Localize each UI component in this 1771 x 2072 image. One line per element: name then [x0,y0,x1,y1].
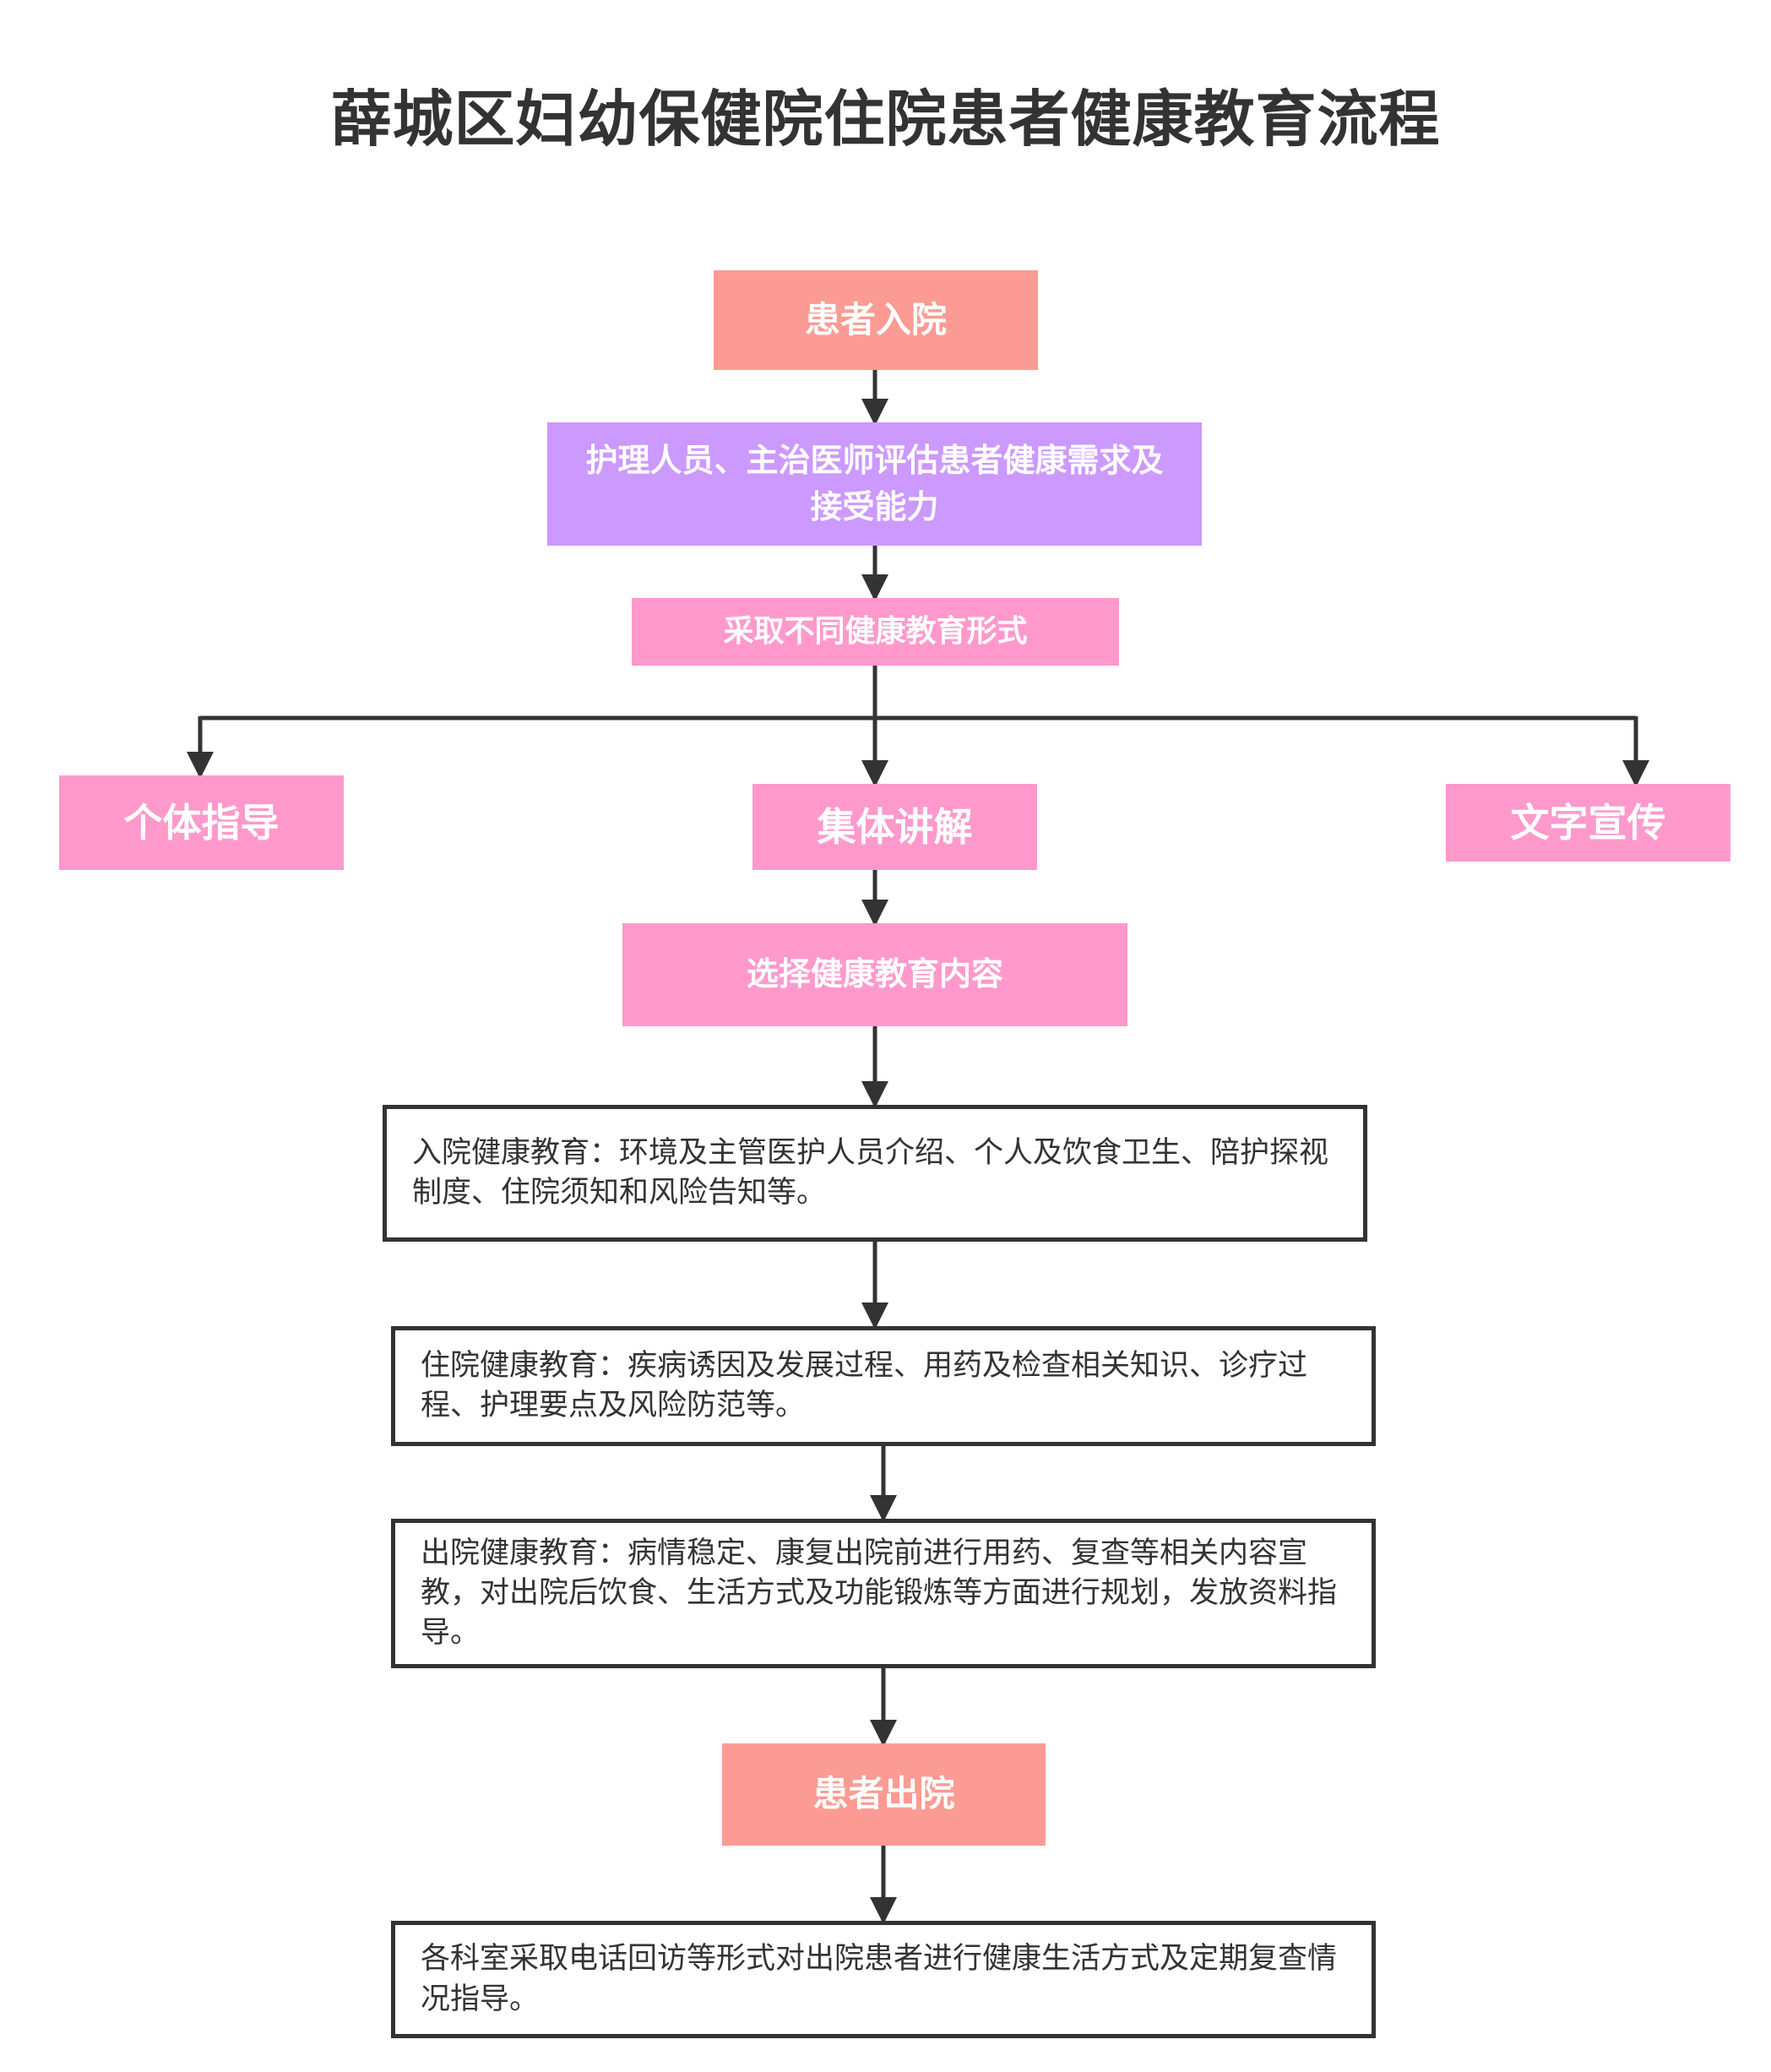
note-inpatient-education: 住院健康教育：疾病诱因及发展过程、用药及检查相关知识、诊疗过程、护理要点及风险防… [391,1326,1376,1446]
node-individual: 个体指导 [59,775,344,870]
diagram-title: 薛城区妇幼保健院住院患者健康教育流程 [330,84,1441,155]
node-group: 集体讲解 [752,784,1037,870]
note-discharge-education: 出院健康教育：病情稳定、康复出院前进行用药、复查等相关内容宣教，对出院后饮食、生… [391,1519,1376,1668]
node-select-content: 选择健康教育内容 [622,923,1127,1026]
node-discharge: 患者出院 [722,1743,1046,1846]
node-assessment: 护理人员、主治医师评估患者健康需求及接受能力 [547,422,1202,546]
node-forms: 采取不同健康教育形式 [632,598,1119,666]
node-admission: 患者入院 [714,270,1038,370]
note-followup: 各科室采取电话回访等形式对出院患者进行健康生活方式及定期复查情况指导。 [391,1921,1376,2038]
node-written: 文字宣传 [1446,784,1730,862]
note-admission-education: 入院健康教育：环境及主管医护人员介绍、个人及饮食卫生、陪护探视制度、住院须知和风… [383,1105,1367,1242]
